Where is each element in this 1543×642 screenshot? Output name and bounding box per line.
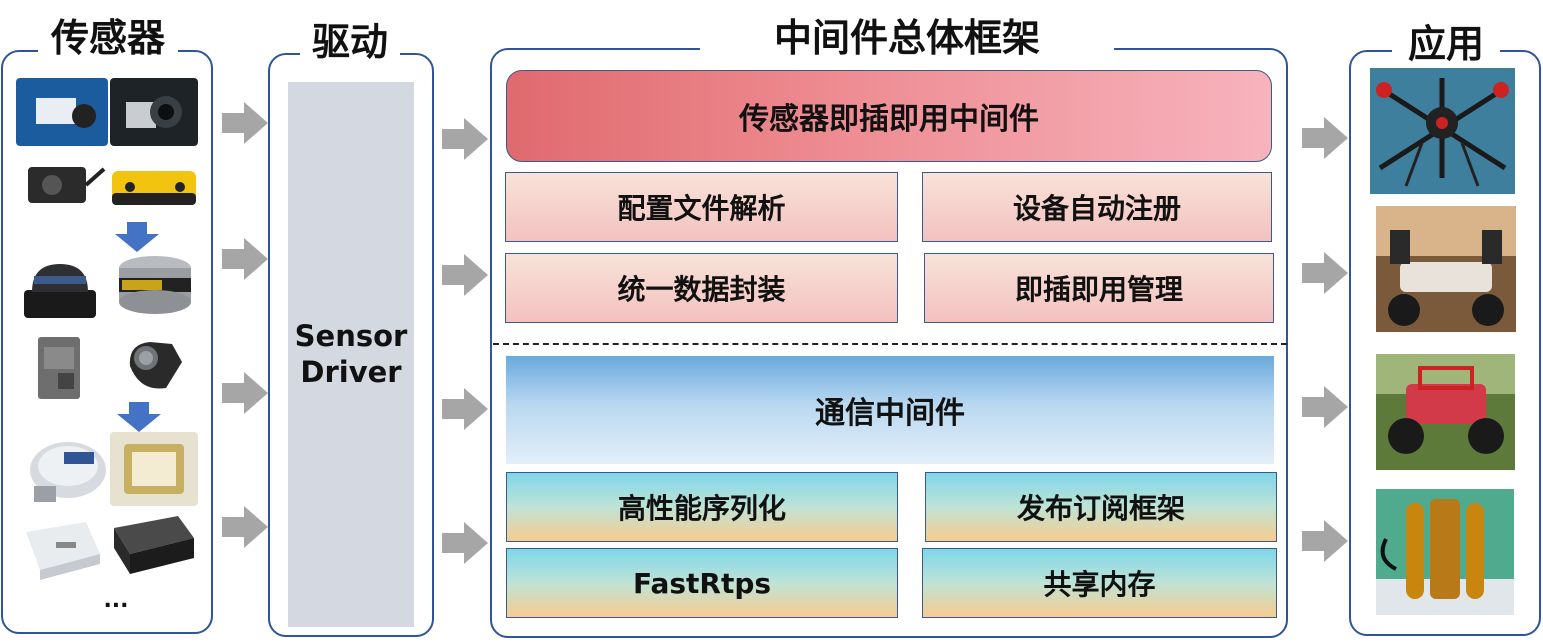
divider-dashed: [493, 343, 1287, 345]
down-arrow-icon: [115, 222, 159, 252]
underwater-robot-image: [1376, 489, 1514, 615]
framework-title: 中间件总体框架: [700, 16, 1114, 60]
right-arrow-icon: [222, 506, 268, 548]
right-arrow-icon: [222, 372, 268, 414]
fastrtps-box: FastRtps: [506, 548, 898, 618]
rc-vehicle-image: [1376, 354, 1515, 470]
imu-square-image: [110, 432, 198, 506]
apps-title: 应用: [1392, 22, 1500, 66]
2d-lidar-image: [24, 264, 96, 318]
down-arrow-icon: [117, 402, 161, 432]
right-arrow-icon: [442, 522, 488, 564]
sensor-driver-label: Sensor Driver: [288, 318, 414, 390]
plug-and-play-middleware-box: 传感器即插即用中间件: [506, 70, 1272, 162]
communication-middleware-box: 通信中间件: [506, 356, 1274, 464]
machine-vision-camera-image: [110, 78, 198, 146]
right-arrow-icon: [1302, 386, 1348, 428]
plug-manage-box: 即插即用管理: [924, 253, 1274, 323]
high-perf-serialization-box: 高性能序列化: [506, 472, 898, 542]
shared-memory-box: 共享内存: [922, 548, 1277, 618]
right-arrow-icon: [1302, 520, 1348, 562]
sensors-title: 传感器: [38, 16, 178, 60]
sensor-driver-label-line1: Sensor: [294, 319, 408, 353]
driver-title: 驱动: [300, 20, 400, 64]
imu-round-image: [30, 442, 106, 502]
gnss-receiver-image: [114, 516, 194, 574]
auto-register-box: 设备自动注册: [922, 172, 1272, 242]
right-arrow-icon: [222, 238, 268, 280]
gnss-module-image: [26, 522, 100, 580]
ultrasonic-sensor-image: [129, 342, 182, 389]
right-arrow-icon: [222, 102, 268, 144]
depth-camera-image: [28, 167, 106, 203]
sensor-driver-label-line2: Driver: [300, 355, 402, 389]
industrial-camera-image: [16, 78, 108, 146]
unified-packaging-box: 统一数据封装: [505, 253, 898, 323]
stereo-camera-image: [112, 171, 196, 205]
drone-image: [1370, 68, 1515, 194]
right-arrow-icon: [1302, 117, 1348, 159]
radar-module-image: [38, 337, 80, 399]
right-arrow-icon: [442, 388, 488, 430]
right-arrow-icon: [442, 118, 488, 160]
config-file-parse-box: 配置文件解析: [505, 172, 898, 242]
3d-lidar-image: [119, 256, 191, 314]
ground-robot-image: [1376, 206, 1516, 332]
pubsub-framework-box: 发布订阅框架: [925, 472, 1277, 542]
right-arrow-icon: [442, 254, 488, 296]
sensor-driver-bar: [288, 82, 414, 627]
right-arrow-icon: [1302, 252, 1348, 294]
sensors-ellipsis: ...: [103, 588, 129, 613]
